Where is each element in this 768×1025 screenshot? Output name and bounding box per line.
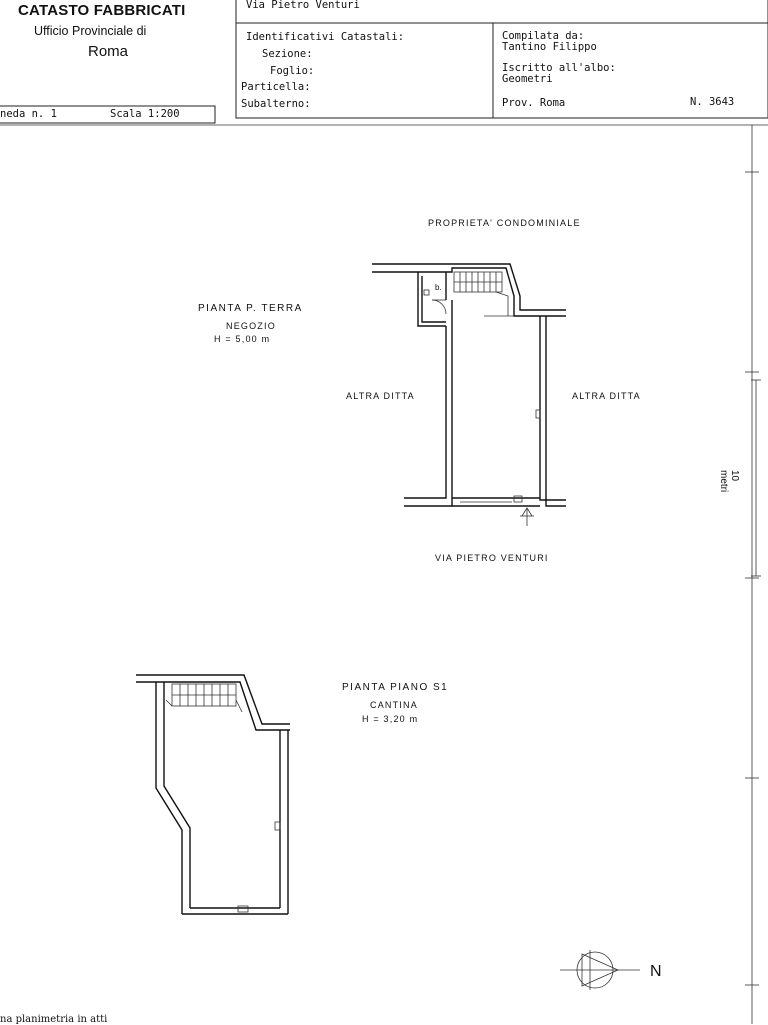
foglio-label: Foglio: <box>270 65 315 77</box>
identificativi-label: Identificativi Catastali: <box>246 31 405 43</box>
north-label: N <box>650 963 662 980</box>
compilata-label: Compilata da: <box>502 30 585 42</box>
ground-floor-height: H = 5,00 m <box>214 334 271 344</box>
footer-note: na planimetria in atti <box>0 1014 108 1025</box>
ground-floor-use: NEGOZIO <box>226 321 276 331</box>
basement-height: H = 3,20 m <box>362 714 419 724</box>
sezione-label: Sezione: <box>262 48 313 60</box>
basement-title: PIANTA PIANO S1 <box>342 682 449 693</box>
left-neighbor-label: ALTRA DITTA <box>346 391 415 401</box>
street-label: VIA PIETRO VENTURI <box>435 553 549 563</box>
compilata-name: Tantino Filippo <box>502 41 597 53</box>
ground-floor-plan <box>372 263 566 526</box>
numero-value: N. 3643 <box>690 96 735 108</box>
scale-bar-label: 10 metri <box>718 470 740 493</box>
condominial-label: PROPRIETA' CONDOMINIALE <box>428 218 581 228</box>
albo-value: Geometri <box>502 73 553 85</box>
basement-plan <box>136 674 290 915</box>
office-label: Ufficio Provinciale di <box>34 24 147 38</box>
scheda-number: neda n. 1 <box>0 108 57 120</box>
identification-box <box>235 22 768 119</box>
right-neighbor-label: ALTRA DITTA <box>572 391 641 401</box>
address-text: Via Pietro Venturi <box>246 0 360 11</box>
north-arrow-icon <box>560 950 640 990</box>
scale-box <box>0 105 216 124</box>
scale-label: Scala 1:200 <box>110 108 180 120</box>
subalterno-label: Subalterno: <box>241 98 311 110</box>
wc-label: b. <box>435 283 442 292</box>
prov-value: Prov. Roma <box>502 97 566 109</box>
basement-use: CANTINA <box>370 700 418 710</box>
particella-label: Particella: <box>241 81 311 93</box>
iscritto-label: Iscritto all'albo: <box>502 62 616 74</box>
document-title: CATASTO FABBRICATI <box>18 2 186 19</box>
ground-floor-title: PIANTA P. TERRA <box>198 303 303 314</box>
office-city: Roma <box>88 43 129 60</box>
